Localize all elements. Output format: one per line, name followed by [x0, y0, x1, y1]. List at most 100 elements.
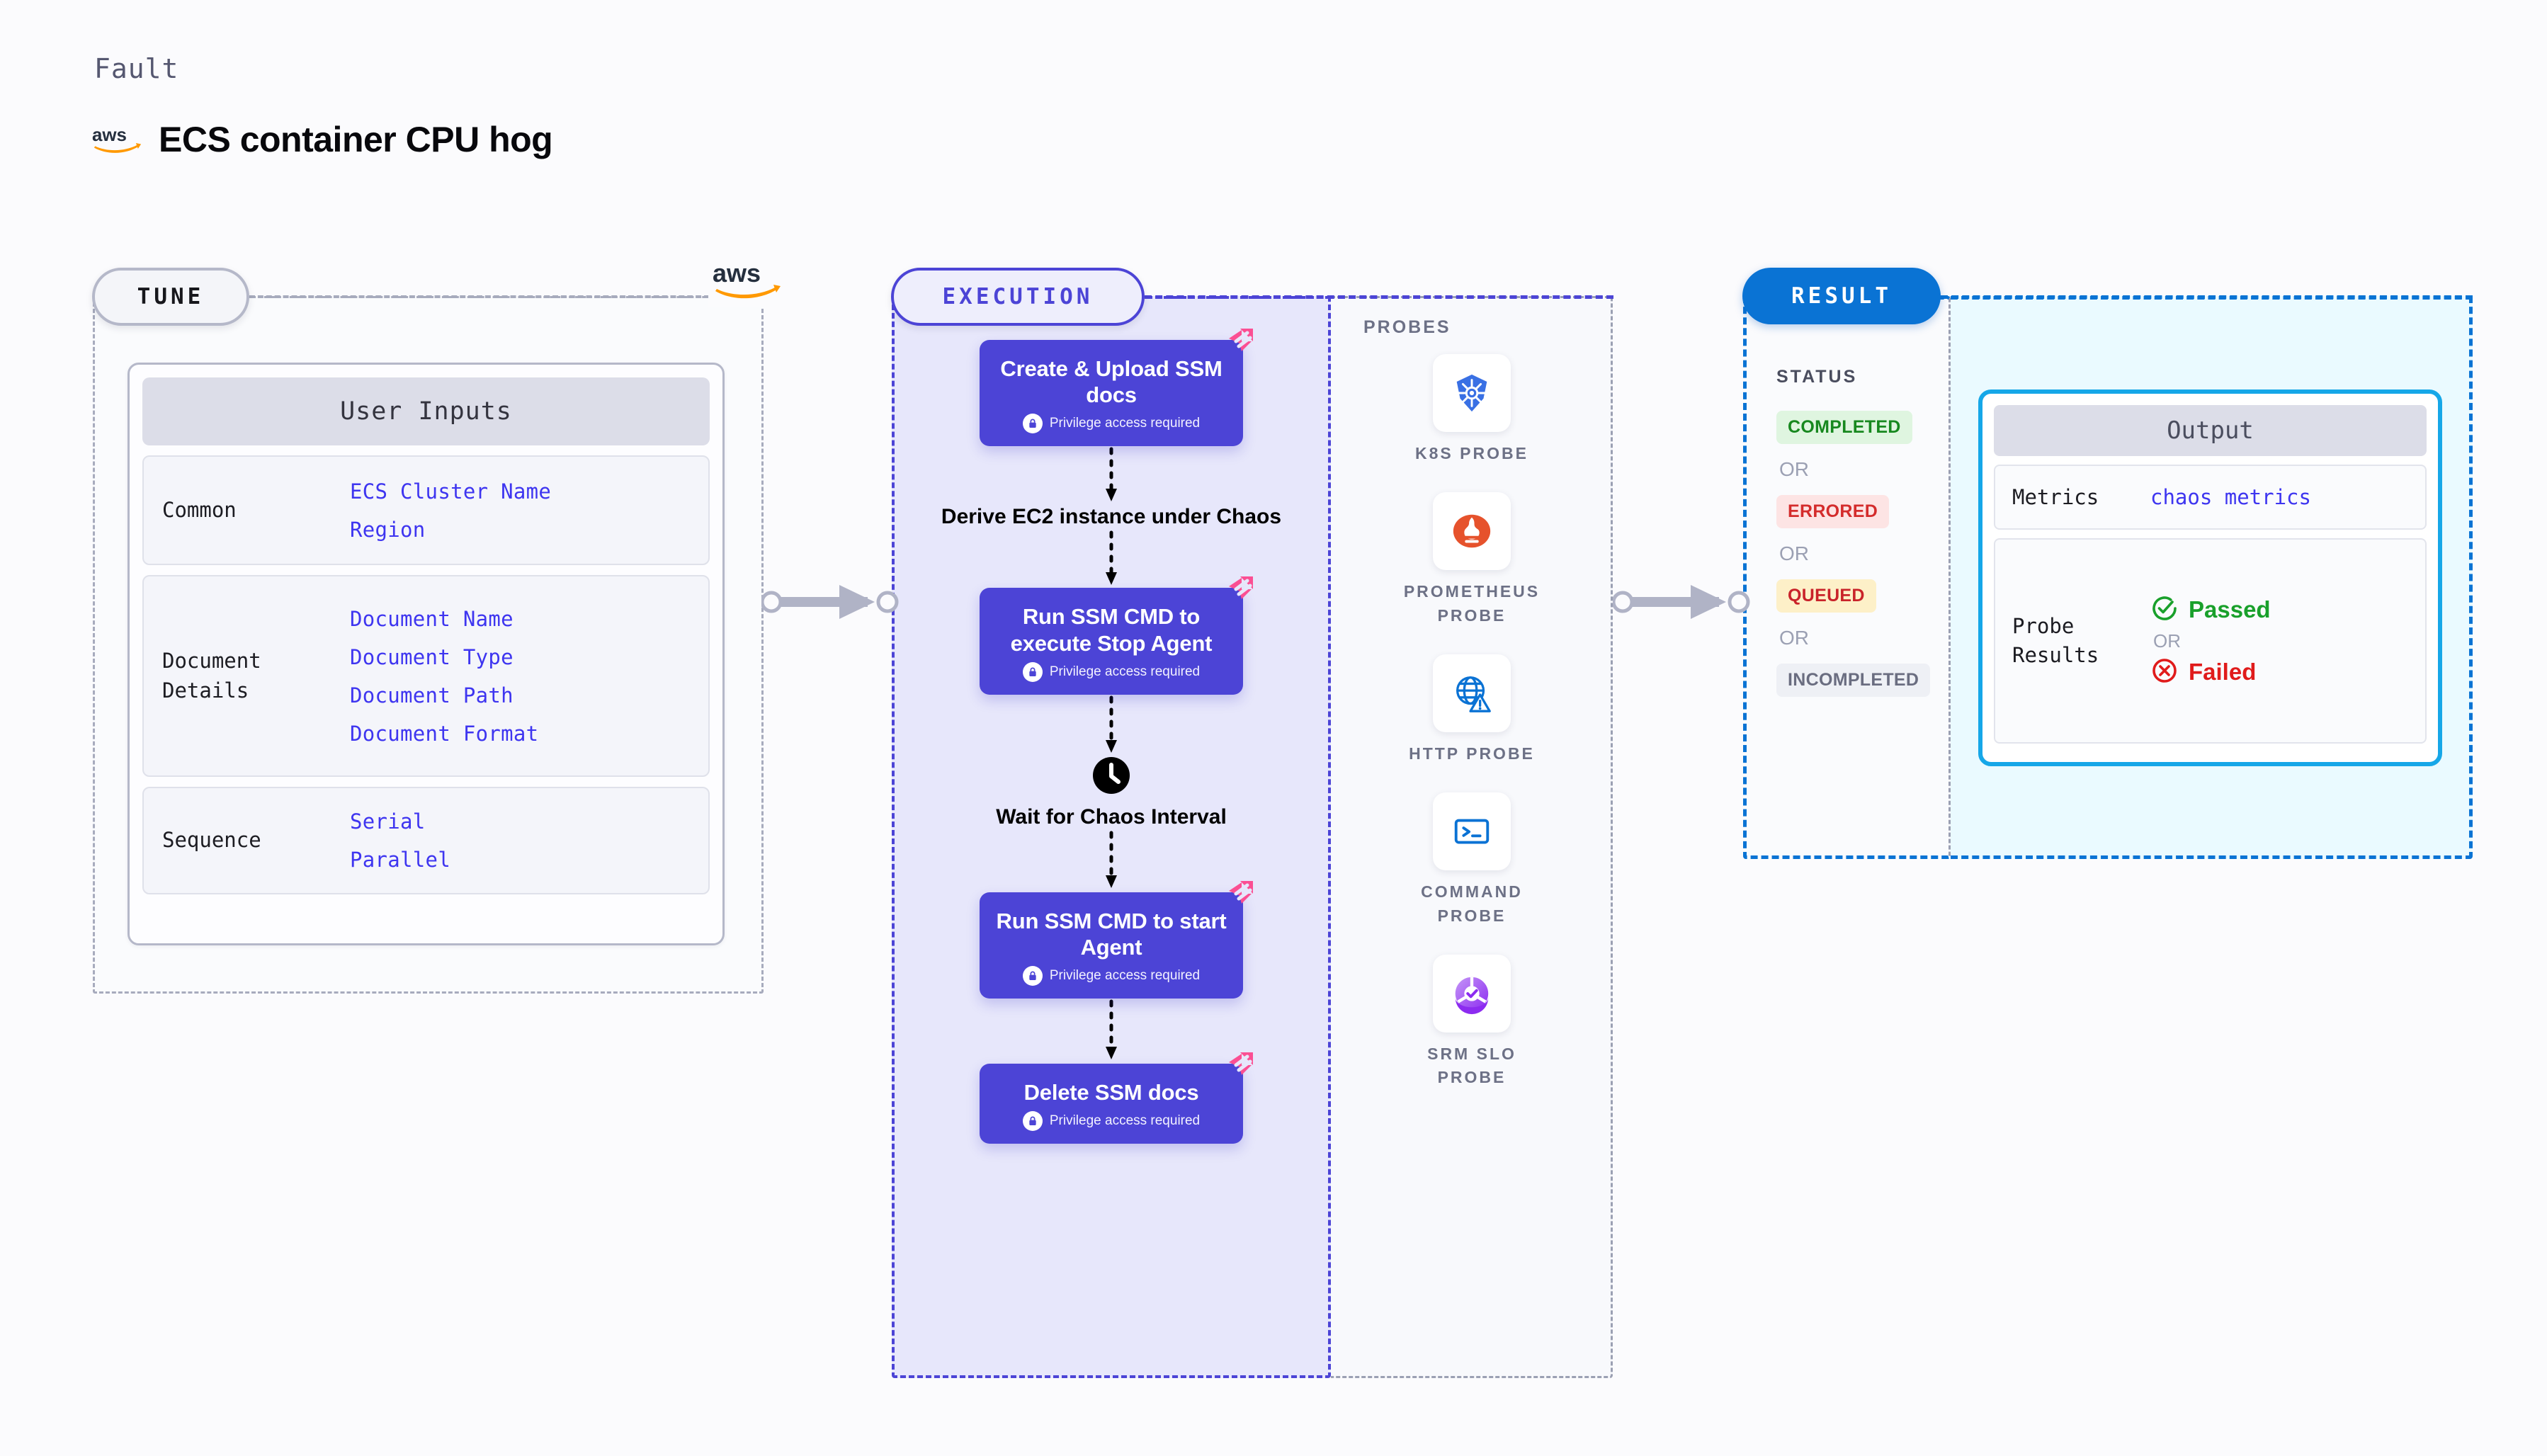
user-inputs-title: User Inputs	[142, 377, 710, 445]
flow-arrow	[1103, 446, 1120, 504]
tune-aws-logo-icon: aws	[708, 256, 788, 307]
flow-arrow	[1103, 999, 1120, 1064]
privilege-note-label: Privilege access required	[1049, 416, 1201, 431]
probe-label: COMMAND PROBE	[1421, 882, 1523, 925]
execution-node-title: Derive EC2 instance under Chaos	[941, 505, 1282, 529]
page-title: ECS container CPU hog	[159, 120, 553, 159]
lock-icon	[1022, 1111, 1043, 1132]
tune-pill[interactable]: TUNE	[92, 268, 249, 326]
harness-logo-icon	[1223, 323, 1257, 360]
execution-node-create-upload-ssm-docs[interactable]: Create & Upload SSM docs Privilege acces…	[980, 329, 1253, 447]
privilege-note-label: Privilege access required	[1049, 968, 1201, 984]
probe-label: PROMETHEUS PROBE	[1403, 582, 1541, 625]
privilege-note-label: Privilege access required	[1049, 1113, 1201, 1129]
tune-value[interactable]: ECS Cluster Name	[350, 479, 552, 504]
status-or-label: OR	[1779, 458, 1809, 480]
http-globe-icon	[1432, 654, 1511, 733]
output-metrics-value[interactable]: chaos metrics	[2150, 485, 2311, 509]
execution-pill-label: EXECUTION	[942, 284, 1094, 309]
result-panel-top-dash	[1941, 295, 2473, 299]
user-inputs-card: User Inputs Common ECS Cluster Name Regi…	[127, 363, 725, 945]
flow-arrow	[1103, 830, 1120, 892]
probe-result-or-label: OR	[2153, 630, 2181, 652]
tune-value[interactable]: Document Type	[350, 644, 514, 669]
probe-label: K8S PROBE	[1415, 444, 1528, 462]
flow-arrow	[1103, 530, 1120, 588]
execution-node-delete-ssm-docs[interactable]: Delete SSM docs Privilege access require…	[980, 1052, 1253, 1144]
tune-value[interactable]: Region	[350, 517, 426, 542]
probe-item-http[interactable]: HTTP PROBE	[1409, 654, 1535, 766]
execution-pill[interactable]: EXECUTION	[891, 268, 1145, 326]
tune-value[interactable]: Serial	[350, 809, 426, 834]
flow-arrow	[1103, 695, 1120, 757]
probe-item-prometheus[interactable]: PROMETHEUS PROBE	[1390, 492, 1553, 627]
lock-icon	[1022, 414, 1043, 434]
probe-result-passed-label: Passed	[2189, 596, 2271, 622]
tune-value[interactable]: Document Name	[350, 606, 514, 631]
tune-pill-label: TUNE	[137, 284, 205, 309]
status-badge-errored: ERRORED	[1776, 495, 1890, 528]
harness-logo-icon	[1223, 1047, 1257, 1084]
aws-logo-icon: aws	[92, 123, 143, 157]
svg-text:aws: aws	[92, 125, 127, 145]
status-section-label: STATUS	[1776, 367, 1858, 387]
status-badge-completed: COMPLETED	[1776, 411, 1912, 444]
execution-node-title: Create & Upload SSM docs	[1000, 356, 1223, 408]
status-badge-incompleted: INCOMPLETED	[1776, 664, 1931, 697]
execution-node-title: Delete SSM docs	[1023, 1080, 1199, 1105]
svg-text:aws: aws	[713, 258, 761, 288]
check-circle-icon	[2150, 594, 2179, 626]
probe-item-k8s[interactable]: K8S PROBE	[1415, 354, 1528, 465]
probes-list: K8S PROBE PROMETHEUS PROBE	[1331, 354, 1613, 1090]
output-card-title: Output	[1994, 405, 2427, 456]
probe-result-failed-label: Failed	[2189, 659, 2257, 685]
status-list: COMPLETED OR ERRORED OR QUEUED OR INCOMP…	[1776, 411, 1939, 697]
tune-row-label: Common	[162, 497, 237, 522]
execution-panel-top-dash	[1145, 295, 1613, 299]
result-panel	[1743, 296, 1951, 859]
output-row-label: Metrics	[2012, 484, 2099, 509]
clock-icon	[1092, 756, 1130, 797]
status-badge-queued: QUEUED	[1776, 579, 1876, 613]
tune-value[interactable]: Parallel	[350, 848, 451, 872]
srm-slo-icon	[1433, 955, 1511, 1033]
status-or-label: OR	[1779, 542, 1809, 564]
connector-execution-to-result	[1611, 581, 1754, 627]
probe-label: HTTP PROBE	[1409, 744, 1535, 763]
privilege-note: Privilege access required	[1022, 1111, 1201, 1132]
execution-node-run-ssm-cmd-start-agent[interactable]: Run SSM CMD to start Agent Privilege acc…	[980, 880, 1253, 999]
tune-row-common: Common ECS Cluster Name Region	[142, 455, 710, 565]
probe-label: SRM SLO PROBE	[1427, 1045, 1516, 1087]
probe-item-srm-slo[interactable]: SRM SLO PROBE	[1390, 955, 1553, 1090]
page-title-row: aws ECS container CPU hog	[92, 119, 553, 160]
execution-node-title: Wait for Chaos Interval	[996, 804, 1227, 829]
output-row-metrics: Metrics chaos metrics	[1994, 465, 2427, 530]
result-pill[interactable]: RESULT	[1742, 268, 1941, 324]
privilege-note: Privilege access required	[1022, 414, 1201, 434]
connector-tune-to-execution	[760, 581, 903, 627]
tune-panel-top-dash	[249, 295, 710, 298]
probes-section-label: PROBES	[1363, 317, 1451, 337]
result-pill-label: RESULT	[1791, 283, 1892, 309]
privilege-note: Privilege access required	[1022, 661, 1200, 682]
tune-row-sequence: Sequence Serial Parallel	[142, 787, 710, 894]
tune-value[interactable]: Document Format	[350, 721, 539, 746]
lock-icon	[1022, 661, 1043, 682]
execution-node-run-ssm-cmd-stop-agent[interactable]: Run SSM CMD to execute Stop Agent Privil…	[980, 576, 1253, 695]
execution-node-title: Run SSM CMD to execute Stop Agent	[1010, 604, 1213, 656]
kubernetes-icon	[1433, 354, 1511, 432]
harness-logo-icon	[1223, 875, 1257, 913]
tune-row-label: Sequence	[162, 828, 261, 853]
probe-result-failed: Failed	[2150, 656, 2271, 688]
probe-item-command[interactable]: COMMAND PROBE	[1390, 792, 1553, 928]
page-eyebrow: Fault	[94, 53, 179, 84]
execution-node-wait-for-chaos-interval: Wait for Chaos Interval	[996, 756, 1227, 830]
privilege-note: Privilege access required	[1022, 966, 1201, 986]
tune-value[interactable]: Document Path	[350, 683, 514, 707]
